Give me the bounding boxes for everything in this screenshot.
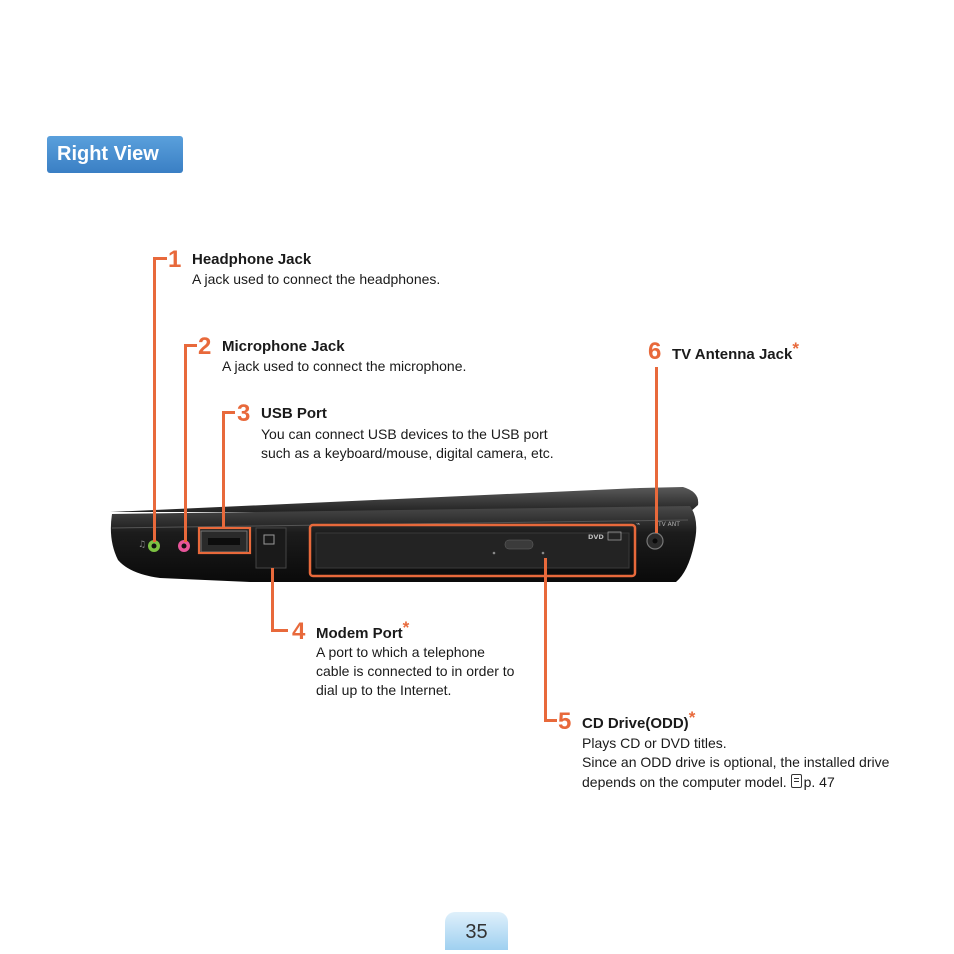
callout-number-4: 4	[292, 618, 306, 645]
dmb-icon: ⌁	[636, 520, 640, 528]
usb-port	[208, 538, 240, 545]
tv-antenna-jack-title: TV Antenna Jack*	[672, 339, 799, 363]
usb-port-desc-line-1: You can connect USB devices to the USB p…	[261, 426, 548, 442]
page-reference-link[interactable]: p. 47	[803, 774, 835, 790]
optional-mark: *	[688, 708, 696, 727]
headphone-jack-title: Headphone Jack	[192, 251, 312, 268]
headphone-jack-desc: A jack used to connect the headphones.	[192, 271, 441, 287]
page-number: 35	[445, 912, 508, 950]
headphone-icon: ♫	[138, 540, 146, 550]
usb-port-title: USB Port	[261, 405, 327, 422]
cd-drive-desc-line-3: depends on the computer model. p. 47	[582, 774, 835, 790]
callout-number-6: 6	[648, 338, 662, 365]
modem-port-title: Modem Port*	[316, 618, 410, 642]
modem-port-desc-line-2: cable is connected to in order to	[316, 663, 515, 679]
modem-icon	[263, 534, 275, 545]
callout-number-1: 1	[168, 246, 182, 273]
modem-port-desc-line-1: A port to which a telephone	[316, 644, 485, 660]
cd-drive-title: CD Drive(ODD)*	[582, 708, 696, 732]
optional-mark: *	[402, 618, 410, 637]
callout-number-3: 3	[237, 400, 251, 427]
cd-drive-desc-line-1: Plays CD or DVD titles.	[582, 735, 727, 751]
callout-number-5: 5	[558, 708, 572, 735]
modem-port-desc-line-3: dial up to the Internet.	[316, 682, 452, 698]
callout-number-2: 2	[198, 333, 212, 360]
tv-ant-label: TV ANT	[657, 521, 680, 528]
page-reference-icon	[790, 774, 802, 788]
cd-drive-desc-line-2: Since an ODD drive is optional, the inst…	[582, 754, 890, 770]
microphone-jack-title: Microphone Jack	[222, 338, 345, 355]
microphone-jack-desc: A jack used to connect the microphone.	[222, 358, 467, 374]
usb-port-desc-line-2: such as a keyboard/mouse, digital camera…	[261, 445, 554, 461]
section-title: Right View	[47, 136, 183, 173]
optional-mark: *	[792, 339, 799, 358]
dvd-logo: DVD	[588, 533, 604, 541]
cd-drive	[315, 532, 630, 569]
